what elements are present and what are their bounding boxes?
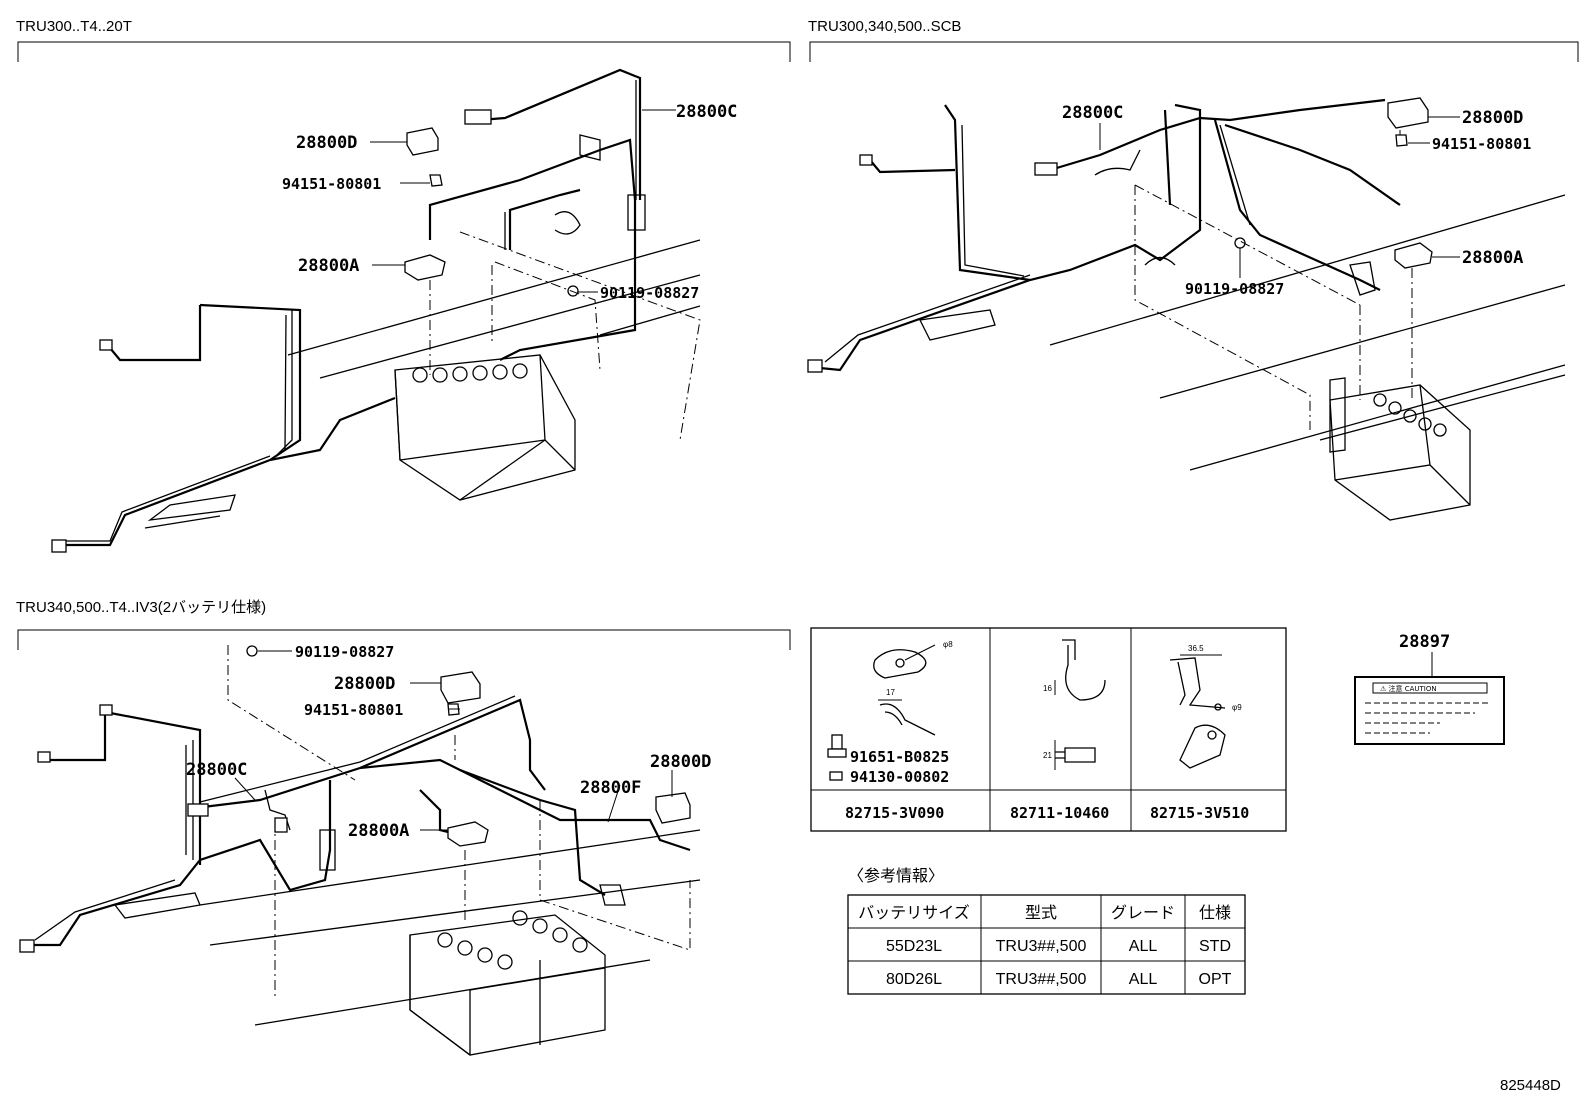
dim-36-5: 36.5	[1188, 644, 1204, 653]
dim-phi9: φ9	[1232, 703, 1242, 712]
label-part-number: 28897	[1399, 632, 1450, 652]
callout-tr-90119: 90119-08827	[1185, 280, 1284, 298]
part-28800a-tr	[1394, 242, 1433, 269]
callout-tl-28800d: 28800D	[296, 133, 357, 153]
dim-16: 16	[1043, 684, 1052, 693]
callout-tl-90119: 90119-08827	[600, 284, 699, 302]
drawing-top-left	[51, 68, 701, 553]
section-bracket-top-left	[17, 41, 791, 62]
section-title-top-left: TRU300..T4..20T	[16, 18, 132, 35]
callout-bl-28800c: 28800C	[186, 760, 247, 780]
part-28800a-bl	[447, 821, 489, 847]
ref-row1-spec: STD	[1199, 938, 1231, 955]
dim-phi8: φ8	[943, 640, 953, 649]
clamp-parts-box	[810, 627, 1287, 832]
callout-tl-28800c: 28800C	[676, 102, 737, 122]
ref-row1-grade: ALL	[1129, 938, 1158, 955]
section-bracket-top-right	[809, 41, 1579, 62]
part-28800d-cap-bl2	[655, 792, 691, 824]
ref-row2-size: 80D26L	[886, 971, 942, 988]
caution-label-text: ⚠ 注意 CAUTION	[1380, 684, 1437, 693]
drawing-bottom-left	[19, 645, 701, 1056]
ref-row1-size: 55D23L	[886, 938, 942, 955]
callout-bl-28800d-top: 28800D	[334, 674, 395, 694]
clamp-cell2-partno: 82711-10460	[1010, 804, 1109, 822]
callout-tr-94151: 94151-80801	[1432, 135, 1531, 153]
ref-col-battery-size: バッテリサイズ	[858, 904, 970, 922]
callout-bl-28800f: 28800F	[580, 778, 641, 798]
dim-21: 21	[1043, 751, 1052, 760]
ref-col-grade: グレード	[1111, 904, 1175, 922]
reference-heading: 〈参考情報〉	[848, 867, 944, 885]
section-title-top-right: TRU300,340,500..SCB	[808, 18, 961, 35]
ref-col-spec: 仕様	[1199, 904, 1231, 922]
clamp-cell1-partno: 82715-3V090	[845, 804, 944, 822]
drawing-top-right	[807, 97, 1566, 521]
dim-17: 17	[886, 688, 895, 697]
ref-row2-spec: OPT	[1199, 971, 1232, 988]
callout-bl-94151: 94151-80801	[304, 701, 403, 719]
reference-table	[847, 894, 1246, 995]
caution-label	[1354, 676, 1505, 745]
part-28800a-tl	[404, 254, 446, 281]
ref-row2-model: TRU3##,500	[996, 971, 1087, 988]
callout-tr-28800d: 28800D	[1462, 108, 1523, 128]
callout-tr-28800c: 28800C	[1062, 103, 1123, 123]
section-title-bottom-left: TRU340,500..T4..IV3(2バッテリ仕様)	[16, 599, 266, 616]
part-28800d-cap-tr	[1387, 97, 1429, 129]
callout-bl-90119: 90119-08827	[295, 643, 394, 661]
ref-row2-grade: ALL	[1129, 971, 1158, 988]
clamp-cell3-partno: 82715-3V510	[1150, 804, 1249, 822]
clamp-part-94130: 94130-00802	[850, 768, 949, 786]
section-bracket-bottom-left	[17, 629, 791, 650]
diagram-code: 825448D	[1500, 1077, 1561, 1094]
part-28800d-cap-tl	[406, 127, 439, 156]
callout-bl-28800d-right: 28800D	[650, 752, 711, 772]
clamp-part-91651: 91651-B0825	[850, 748, 949, 766]
callout-bl-28800a: 28800A	[348, 821, 409, 841]
ref-col-model: 型式	[1025, 904, 1057, 922]
part-28800d-cap-bl1	[440, 671, 481, 704]
callout-tr-28800a: 28800A	[1462, 248, 1523, 268]
ref-row1-model: TRU3##,500	[996, 938, 1087, 955]
callout-tl-94151: 94151-80801	[282, 175, 381, 193]
callout-tl-28800a: 28800A	[298, 256, 359, 276]
